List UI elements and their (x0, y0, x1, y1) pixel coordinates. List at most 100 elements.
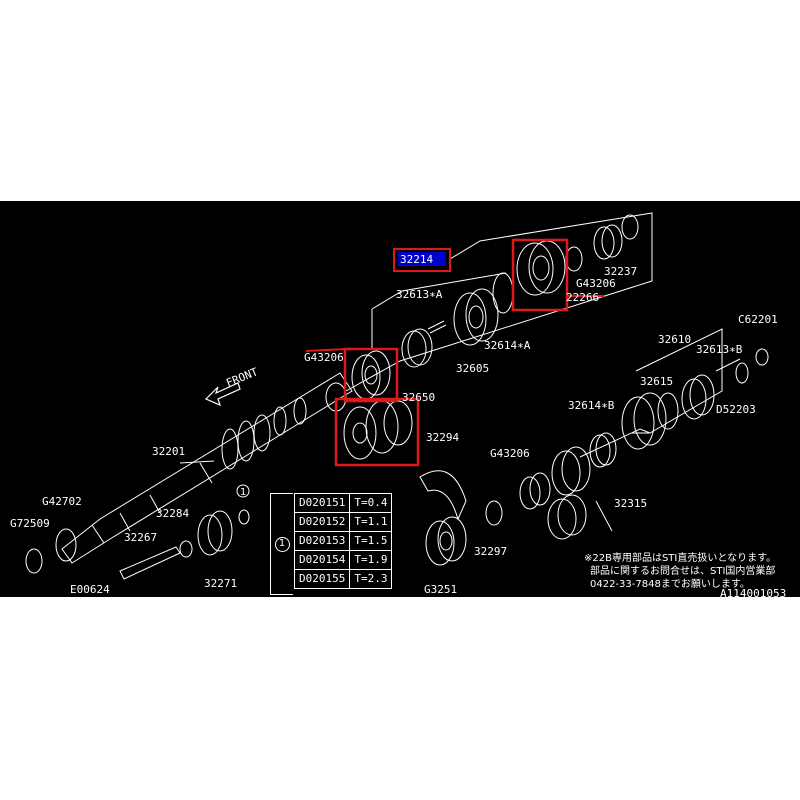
gear-32315-upper (551, 446, 591, 496)
part-label-32284[interactable]: 32284 (156, 507, 189, 520)
part-label-32214[interactable]: 32214 (400, 253, 433, 266)
highlight-boxes (334, 238, 569, 467)
part-label-32650[interactable]: 32650 (402, 391, 435, 404)
shim-ref-circle (236, 484, 250, 498)
ring-32650 (401, 328, 433, 368)
highlight-box-lower (334, 397, 420, 467)
frame-line-right (632, 328, 723, 434)
part-label-32201[interactable]: 32201 (152, 445, 185, 458)
shim-part-cell: D020151 (293, 493, 351, 513)
shim-part-cell: D020153 (293, 531, 351, 551)
snap-ring-32615 (657, 392, 679, 430)
highlight-part-number-bg (398, 252, 446, 266)
parts-diagram-panel: FRONT 32214 32613∗A 32614∗A 32605 32650 … (0, 201, 800, 597)
frame-line-top (345, 212, 653, 392)
highlight-box-top (511, 238, 569, 312)
table-row[interactable]: D020155 T=2.3 (293, 569, 393, 589)
shim-part-cell: D020155 (293, 569, 351, 589)
shim-part-cell: D020154 (293, 550, 351, 570)
part-label-g72509[interactable]: G72509 (10, 517, 50, 530)
note-line-2: 部品に関するお問合せは、STI国内営業部 (590, 564, 775, 577)
part-label-32614b[interactable]: 32614∗B (568, 399, 615, 412)
part-label-g43206-top[interactable]: G43206 (576, 277, 616, 290)
bearing-32605 (453, 288, 499, 346)
bearing-32237 (593, 224, 623, 260)
shim-part-cell: D020152 (293, 512, 351, 532)
bearing-g42702 (55, 528, 77, 562)
seal-g72509 (25, 548, 43, 574)
part-label-32297[interactable]: 32297 (474, 545, 507, 558)
sleeve-32614b (589, 432, 617, 468)
washer-32297 (485, 500, 503, 526)
gear-32315-lower (547, 494, 587, 540)
table-row[interactable]: D020154 T=1.9 (293, 550, 393, 570)
sti-note: ※22B専用部品はSTI直売扱いとなります。 部品に関するお問合せは、STI国内… (584, 551, 776, 590)
frame-line-top-inner (371, 272, 507, 310)
synchro-32610 (681, 374, 715, 420)
ring-32237 (621, 214, 639, 240)
part-label-c62201[interactable]: C62201 (738, 313, 778, 326)
shim-thickness-cell: T=1.1 (349, 512, 393, 532)
exploded-view-diagram: FRONT 32214 32613∗A 32614∗A 32605 32650 … (10, 212, 786, 597)
part-label-32613a[interactable]: 32613∗A (396, 288, 443, 301)
part-label-g43206-left[interactable]: G43206 (304, 351, 344, 364)
gear-32214-top (516, 240, 566, 296)
main-shaft (61, 372, 353, 564)
leader-32613b (715, 358, 741, 372)
highlight-box-middle (343, 347, 399, 403)
shim-thickness-cell: T=0.4 (349, 493, 393, 513)
shim-thickness-cell: T=1.9 (349, 550, 393, 570)
pins-32613a (427, 320, 447, 334)
bearing-g43206-mid (519, 472, 551, 510)
part-label-32315[interactable]: 32315 (614, 497, 647, 510)
leader-32315 (595, 500, 613, 532)
part-label-32271[interactable]: 32271 (204, 577, 237, 590)
shim-ref-number: 1 (240, 487, 246, 498)
part-label-32294[interactable]: 32294 (426, 431, 459, 444)
part-label-g42702[interactable]: G42702 (42, 495, 82, 508)
washer-d52203 (735, 362, 749, 384)
shim-table-marker-number: 1 (274, 536, 290, 552)
part-label-32237[interactable]: 32237 (604, 265, 637, 278)
shim-table: D020151 T=0.4 D020152 T=1.1 D020153 T=1.… (293, 493, 393, 589)
table-row[interactable]: D020151 T=0.4 (293, 493, 393, 513)
washer-32284 (179, 540, 193, 558)
shim-thickness-cell: T=2.3 (349, 569, 393, 589)
gear-highlight-lower (343, 400, 413, 460)
front-arrow-icon (204, 382, 241, 407)
table-row[interactable]: D020152 T=1.1 (293, 512, 393, 532)
part-label-32267[interactable]: 32267 (124, 531, 157, 544)
part-label-g3251[interactable]: G3251 (424, 583, 457, 596)
note-line-1: ※22B専用部品はSTI直売扱いとなります。 (584, 551, 776, 564)
highlight-strike-left (305, 348, 347, 352)
gear-g3251 (425, 516, 467, 566)
shift-fork-32294 (419, 470, 467, 521)
table-row[interactable]: D020153 T=1.5 (293, 531, 393, 551)
part-label-32613b[interactable]: 32613∗B (696, 343, 743, 356)
part-label-d52203[interactable]: D52203 (716, 403, 756, 416)
diagram-id: A114001053 (720, 587, 786, 597)
front-label: FRONT (224, 365, 260, 390)
part-label-32610[interactable]: 32610 (658, 333, 691, 346)
shim-ring-circle1 (238, 509, 250, 525)
note-line-3: 0422-33-7848までお願いします。 (590, 578, 750, 590)
snap-ring-32614a (492, 272, 514, 314)
part-label-32605[interactable]: 32605 (456, 362, 489, 375)
part-label-32615[interactable]: 32615 (640, 375, 673, 388)
gear-highlight-middle (351, 350, 391, 400)
part-label-e00624[interactable]: E00624 (70, 583, 110, 596)
highlight-part-number-box (393, 248, 451, 272)
leader-32201 (179, 460, 215, 464)
shim-thickness-cell: T=1.5 (349, 531, 393, 551)
part-label-32614a[interactable]: 32614∗A (484, 339, 531, 352)
part-label-32266[interactable]: 22266 (566, 291, 599, 304)
shim-table-marker: 1 (270, 493, 293, 595)
pin-32267 (119, 546, 181, 580)
nut-c62201 (755, 348, 769, 366)
collar-g43206 (565, 246, 583, 272)
gear-32271 (197, 510, 233, 556)
hub-32615 (621, 392, 667, 450)
part-labels: 32613∗A 32614∗A 32605 32650 G43206 32237… (10, 265, 778, 596)
part-label-g43206-mid[interactable]: G43206 (490, 447, 530, 460)
frame-line-lower (579, 428, 651, 458)
